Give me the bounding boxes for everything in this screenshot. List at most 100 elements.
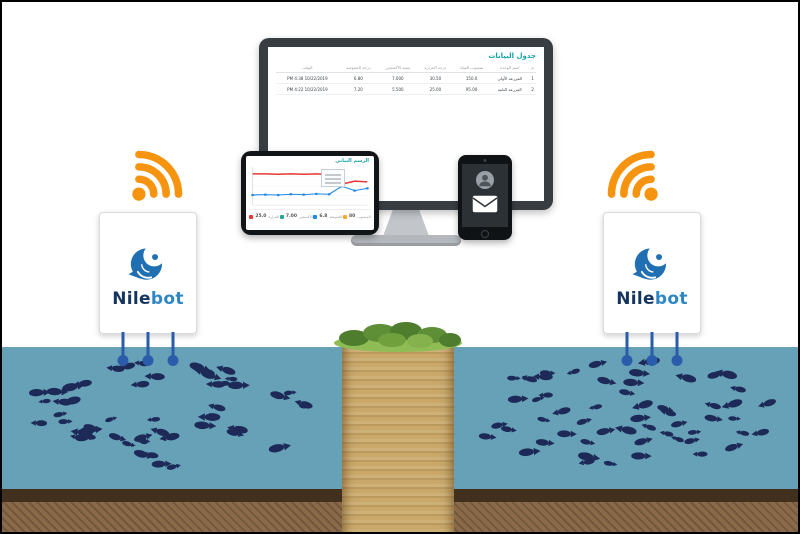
fish <box>579 438 596 447</box>
nilebot-fish-logo-icon <box>631 243 671 281</box>
fish <box>478 432 497 441</box>
brand-secondary: bot <box>150 288 184 309</box>
nilebot-device-right: Nilebot <box>603 212 701 366</box>
fish <box>729 384 747 394</box>
phone-home-button <box>481 230 489 238</box>
brand-primary: Nile <box>616 288 655 309</box>
stat-value: 80 <box>349 214 356 219</box>
fish <box>224 376 238 382</box>
probe-tip <box>671 355 683 366</box>
stat-value: 7.00 <box>285 214 297 219</box>
table-cell: 7.20 <box>338 83 378 95</box>
stat-label: الحرارة <box>268 214 280 219</box>
fish <box>588 403 603 411</box>
table-cell: 7.000 <box>377 72 418 84</box>
fish <box>30 419 48 427</box>
mail-envelope-icon <box>472 195 498 213</box>
fish <box>757 397 777 410</box>
fish <box>557 430 577 438</box>
chart-marker <box>353 189 357 192</box>
fish <box>596 426 616 437</box>
fish <box>38 398 51 405</box>
chart-marker <box>251 193 255 197</box>
probe-tip <box>117 355 129 366</box>
stat-value: 6.8 <box>319 214 328 219</box>
fish <box>535 438 555 447</box>
fish <box>618 388 636 397</box>
fish <box>268 441 292 454</box>
fish <box>596 375 618 387</box>
legend-line <box>325 174 341 176</box>
smartphone-device <box>458 155 512 240</box>
sensor-probe <box>142 332 154 366</box>
stat-color-dot <box>313 214 318 219</box>
fish <box>551 406 572 417</box>
fish <box>104 415 118 424</box>
table-cell: المزرعة الأولى <box>490 72 530 84</box>
fish <box>506 375 521 381</box>
fish <box>588 358 608 370</box>
probe-wire <box>171 332 175 356</box>
fish <box>629 413 652 423</box>
fish <box>215 363 237 377</box>
monitor-column-header: نسبة الأكسجين <box>377 63 418 73</box>
probe-tip <box>646 355 658 366</box>
fish <box>566 367 581 377</box>
brand-primary: Nile <box>112 288 151 309</box>
fish-school-right <box>478 356 777 468</box>
chart-marker <box>302 193 306 196</box>
stat-color-dot <box>343 214 348 219</box>
fish <box>603 460 618 468</box>
sensor-probe <box>167 332 179 366</box>
table-cell: 6.80 <box>338 72 378 84</box>
monitor-column-header: منسوب المياه <box>453 63 491 73</box>
stat-label: الأكسجين <box>298 214 313 219</box>
sensor-probe <box>671 332 683 366</box>
wifi-icon <box>129 138 195 204</box>
table-cell: المزرعة الثانية <box>490 83 530 95</box>
fish <box>146 416 161 423</box>
data-table-title: جدول البيانات <box>488 52 536 60</box>
fish <box>28 388 51 397</box>
stat-color-dot <box>249 214 254 219</box>
fish <box>507 394 529 404</box>
fish <box>207 402 227 413</box>
chart-marker <box>314 192 318 195</box>
probe-tip <box>621 355 633 366</box>
chart-marker <box>365 187 369 190</box>
phone-camera-dot <box>483 159 487 162</box>
fish <box>630 398 654 412</box>
fish <box>750 427 770 438</box>
fish <box>149 425 171 438</box>
fish <box>704 413 724 424</box>
phone-screen <box>462 164 508 227</box>
stat-value: 25.0 <box>255 214 267 219</box>
chart-marker <box>289 193 293 196</box>
tablet-chart-area <box>249 164 371 208</box>
chart-legend-box <box>321 169 345 187</box>
fish <box>724 440 745 453</box>
fish <box>735 429 750 437</box>
fish <box>683 436 701 445</box>
grass-cap <box>334 322 462 352</box>
fish <box>659 429 674 438</box>
fish <box>121 440 137 449</box>
fish <box>518 447 541 457</box>
fish <box>692 451 708 457</box>
sensor-probes <box>621 332 683 366</box>
user-avatar-icon <box>476 171 494 189</box>
probe-tip <box>167 355 179 366</box>
probe-wire <box>146 332 150 356</box>
fish <box>614 423 638 436</box>
brand-label: Nilebot <box>112 288 184 309</box>
brand-secondary: bot <box>654 288 688 309</box>
